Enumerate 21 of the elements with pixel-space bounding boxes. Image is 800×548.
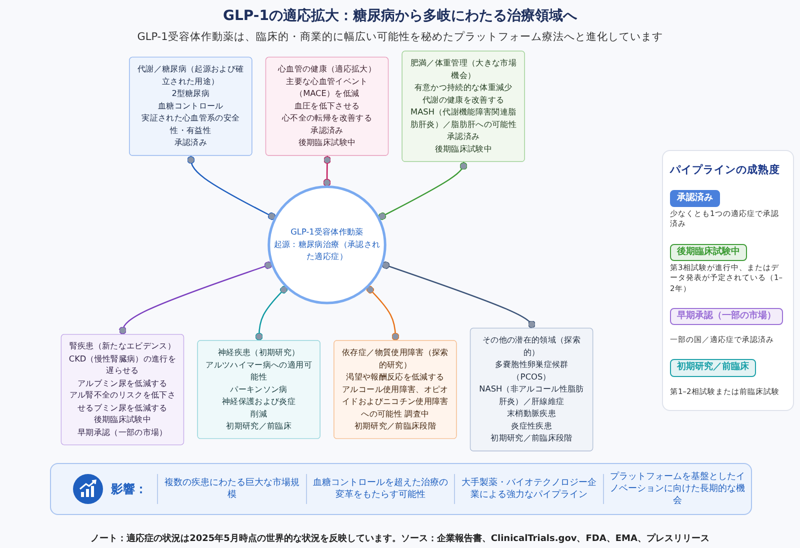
status-tag: 後期臨床試験中 [670,244,747,262]
impact-text: プラットフォームを基盤としたイノベーションに向けた長期的な機会 [610,470,745,508]
connector [382,261,536,328]
footnote: ノート：適応症の状況は2025年5月時点の世界的な状況を反映しています。ソース：企業報告書、ClinicalTrials.gov、FDA、EMA、プレスリリース [90,532,710,545]
connector [366,286,400,341]
impact-heading: 影響： [111,480,147,498]
status-tag: 初期研究／前臨床 [670,359,756,378]
impact-text: 血糖コントロールを超えた治療の変革をもたらす可能性 [312,476,448,502]
node-circle: GLP-1受容体作動薬 起源：糖尿病治療（承認された適応症） [268,186,386,304]
subtitle: GLP-1受容体作動薬は、臨床的・商業的に幅広い可能性を秘めたプラットフォーム療法へと進化しています [137,30,663,44]
diagram-title: GLP-1の適応拡大：糖尿病から多岐にわたる治療領域へ [223,7,577,25]
connector [118,261,272,335]
status-tag: 早期承認（一部の市場） [670,308,783,326]
connector [255,286,288,341]
status-tag: 承認済み [670,190,720,208]
legend-title: パイプラインの成熟度 [670,164,780,178]
connector [378,162,468,220]
connector [187,156,276,220]
impact-text: 大手製薬・バイオテクノロジー企業による強力なパイプライン [461,476,596,502]
impact-text: 複数の疾患にわたる巨大な市場規模 [164,476,300,502]
connector [323,156,332,187]
